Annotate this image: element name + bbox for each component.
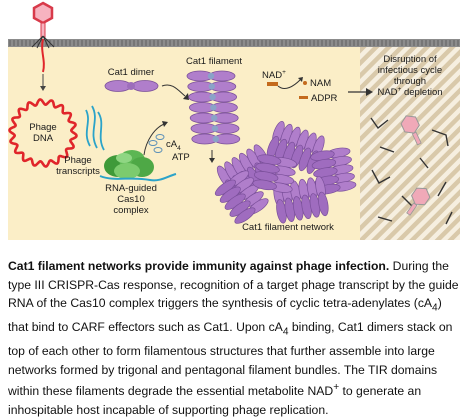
cas10-label: RNA-guided <box>105 183 157 194</box>
svg-text:infectious cycle: infectious cycle <box>378 65 442 76</box>
network-subunit <box>252 179 277 191</box>
figure-diagram: Phage DNA Phage transcripts RNA-guided C… <box>8 1 460 240</box>
cas10-complex-icon <box>99 150 177 182</box>
cat1-filament-label: Cat1 filament <box>186 56 242 67</box>
dna-fragments-icon <box>370 117 453 225</box>
filament-ca4-site <box>211 125 219 132</box>
network-label: Cat1 filament network <box>242 222 334 233</box>
nad-label: NAD+ <box>262 69 286 81</box>
ca4-molecules-icon <box>148 134 165 153</box>
nad-molecule-icon <box>267 82 278 86</box>
network-bundle <box>266 120 325 175</box>
svg-text:through: through <box>394 76 426 87</box>
phage-virion-icon <box>31 1 55 73</box>
cat1-filament-network-icon <box>214 120 357 224</box>
filament-ca4-site <box>208 83 215 90</box>
filament-ca4-site <box>207 72 215 80</box>
nam-label: NAM <box>310 78 331 89</box>
disruption-label: Disruption of infectious cycle through N… <box>377 54 442 98</box>
phage-transcripts-label: Phage <box>64 155 91 166</box>
phage-dna-label-2: DNA <box>33 133 54 144</box>
adpr-label: ADPR <box>311 93 338 104</box>
svg-text:Disruption of: Disruption of <box>383 54 437 65</box>
cell-membrane <box>8 39 460 47</box>
svg-text:NAD+ depletion: NAD+ depletion <box>377 86 442 98</box>
figure-caption: Cat1 filament networks provide immunity … <box>8 257 460 420</box>
cat1-dimer-label: Cat1 dimer <box>108 67 154 78</box>
phage-dna-circle <box>8 98 78 168</box>
network-subunit <box>318 191 329 217</box>
cat1-dimer-icon <box>104 80 159 92</box>
caption-text-3: binding, Cat1 dimers stack on top of eac… <box>8 320 453 399</box>
cas10-label-2: Cas10 <box>117 194 144 205</box>
adpr-molecule-icon <box>299 96 308 99</box>
phage-transcripts-icon <box>85 105 105 151</box>
phage-transcripts-label-2: transcripts <box>56 166 100 177</box>
cas10-label-3: complex <box>113 205 149 216</box>
filament-ca4-site <box>211 114 218 122</box>
caption-sub-2: 4 <box>282 326 289 338</box>
nad-arrow <box>277 79 301 89</box>
caption-sup-1: + <box>333 382 340 394</box>
phage-dna-label: Phage <box>29 122 56 133</box>
filament-ca4-site <box>210 104 217 111</box>
caption-sub-1: 4 <box>432 302 438 314</box>
caption-text-2: ) that bind to CARF effectors such as Ca… <box>8 296 442 335</box>
defective-phage-icon <box>400 115 431 216</box>
dimer-to-filament-arrow <box>161 84 186 97</box>
network-bundle <box>214 170 269 224</box>
network-subunit <box>234 207 256 224</box>
cat1-filament-icon <box>186 70 241 145</box>
network-bundle <box>252 154 298 193</box>
ca4-label: cA4 <box>166 139 181 152</box>
nam-molecule-icon <box>303 81 307 85</box>
caption-title: Cat1 filament networks provide immunity … <box>8 259 390 273</box>
filament-ca4-site <box>209 93 216 101</box>
atp-arrow <box>143 123 165 156</box>
caption-text-1: During the type III CRISPR-Cas response,… <box>8 259 459 311</box>
atp-label: ATP <box>172 152 190 163</box>
filament-ca4-site <box>212 135 219 143</box>
